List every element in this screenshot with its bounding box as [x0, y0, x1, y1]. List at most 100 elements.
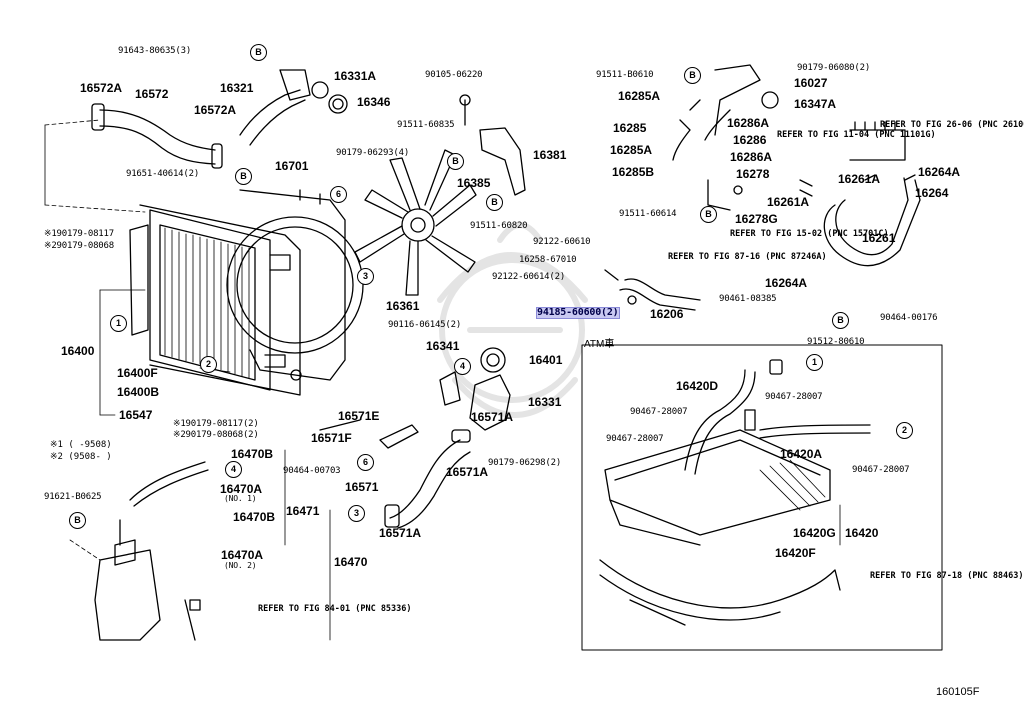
connection-callout-circle: 2 [200, 356, 217, 373]
engine-block-outline [849, 121, 906, 161]
part-label[interactable]: 16571A [379, 526, 422, 540]
part-label[interactable]: 91621-B0625 [44, 492, 102, 502]
part-label[interactable]: ※190179-08117 [44, 229, 114, 239]
part-label[interactable]: 16400 [61, 344, 95, 358]
part-label[interactable]: ※190179-08117(2) [173, 419, 259, 429]
part-label[interactable]: 16571A [471, 410, 514, 424]
part-label[interactable]: 16331 [528, 395, 562, 409]
part-label[interactable]: 16385 [457, 176, 491, 190]
part-label[interactable]: 91511-60820 [470, 221, 528, 231]
part-label[interactable]: 16206 [650, 307, 684, 321]
leader-lines [44, 119, 841, 641]
part-label[interactable]: REFER TO FIG 11-04 (PNC 11101G) [777, 130, 936, 140]
part-label[interactable]: 16571 [345, 480, 379, 494]
part-label[interactable]: 16401 [529, 353, 563, 367]
part-label[interactable]: 16347A [794, 97, 837, 111]
part-label[interactable]: 16258-67010 [519, 255, 577, 265]
part-label[interactable]: 16261 [862, 231, 896, 245]
water-outlet-16331 [439, 347, 511, 431]
part-label[interactable]: 90467-28007 [630, 407, 688, 417]
part-label[interactable]: 16571F [311, 431, 352, 445]
part-label[interactable]: 16547 [119, 408, 153, 422]
part-label[interactable]: 92122-60614(2) [492, 272, 566, 282]
part-label[interactable]: 90105-06220 [425, 70, 483, 80]
part-label[interactable]: 16572A [80, 81, 123, 95]
part-label[interactable]: 91511-60835 [397, 120, 455, 130]
part-label[interactable]: 16420F [775, 546, 816, 560]
part-label[interactable]: ※290179-08068 [44, 241, 114, 251]
part-label[interactable]: (NO. 1) [224, 494, 257, 503]
part-label[interactable]: 16261A [767, 195, 810, 209]
part-label[interactable]: REFER TO FIG 87-18 (PNC 88463) [870, 571, 1024, 581]
part-label[interactable]: 16571A [446, 465, 489, 479]
part-label[interactable]: 90464-00703 [283, 466, 341, 476]
part-label[interactable]: 16331A [334, 69, 377, 83]
part-label[interactable]: 92122-60610 [533, 237, 591, 247]
part-label[interactable]: 91511-60614 [619, 209, 677, 219]
part-label[interactable]: 90179-06080(2) [797, 63, 871, 73]
part-label[interactable]: REFER TO FIG 26-06 (PNC 26100) [880, 120, 1024, 130]
part-label[interactable]: 16701 [275, 159, 309, 173]
part-label[interactable]: 16286 [733, 133, 767, 147]
part-label[interactable]: 16470A [220, 482, 263, 496]
part-label[interactable]: (NO. 2) [224, 561, 257, 570]
part-label[interactable]: 16286A [730, 150, 773, 164]
part-label[interactable]: 16420 [845, 526, 879, 540]
part-label[interactable]: 16278 [736, 167, 770, 181]
part-label[interactable]: 90467-28007 [606, 434, 664, 444]
part-label[interactable]: 16420G [793, 526, 836, 540]
part-label[interactable]: 16400B [117, 385, 160, 399]
part-label[interactable]: 16346 [357, 95, 391, 109]
part-label[interactable]: 16420A [780, 447, 823, 461]
part-label[interactable]: 91651-40614(2) [126, 169, 200, 179]
figure-id: 160105F [936, 686, 980, 698]
part-label[interactable]: 90464-00176 [880, 313, 938, 323]
part-label[interactable]: 16285B [612, 165, 655, 179]
connection-callout-circle: 3 [357, 268, 374, 285]
part-label[interactable]: 90116-06145(2) [388, 320, 462, 330]
part-label[interactable]: 90179-06298(2) [488, 458, 562, 468]
part-label[interactable]: 16261A [838, 172, 881, 186]
part-label[interactable]: 90467-28007 [765, 392, 823, 402]
part-label[interactable]: 16381 [533, 148, 567, 162]
hose-16261-16264 [799, 174, 921, 267]
part-label[interactable]: 91512-80610 [807, 337, 865, 347]
outlet-pipe-16321 [239, 69, 311, 146]
part-label[interactable]: 16572 [135, 87, 169, 101]
part-label[interactable]: 90179-06293(4) [336, 148, 410, 158]
part-label[interactable]: 16321 [220, 81, 254, 95]
part-label[interactable]: 91511-B0610 [596, 70, 654, 80]
part-label[interactable]: 16400F [117, 366, 158, 380]
part-label[interactable]: 16470B [231, 447, 274, 461]
part-label[interactable]: REFER TO FIG 87-16 (PNC 87246A) [668, 252, 827, 262]
bolt-callout-circle: B [250, 44, 267, 61]
part-label[interactable]: 16264A [918, 165, 961, 179]
part-label[interactable]: REFER TO FIG 15-02 (PNC 15701C) [730, 229, 889, 239]
part-label[interactable]: 90461-08385 [719, 294, 777, 304]
part-label[interactable]: 16470B [233, 510, 276, 524]
part-label[interactable]: 91643-80635(3) [118, 46, 192, 56]
part-label[interactable]: 90467-28007 [852, 465, 910, 475]
part-label[interactable]: 16264A [765, 276, 808, 290]
bolt-callout-circle: B [235, 168, 252, 185]
part-label[interactable]: 16286A [727, 116, 770, 130]
part-label[interactable]: 16471 [286, 504, 320, 518]
part-label[interactable]: 16420D [676, 379, 719, 393]
part-label[interactable]: 16470 [334, 555, 368, 569]
bolt-callout-circle: B [447, 153, 464, 170]
part-label[interactable]: 16027 [794, 76, 828, 90]
part-label[interactable]: REFER TO FIG 84-01 (PNC 85336) [258, 604, 412, 614]
part-label[interactable]: 16285A [610, 143, 653, 157]
part-label[interactable]: 16285 [613, 121, 647, 135]
part-label[interactable]: 16470A [221, 548, 264, 562]
highlighted-part-label[interactable]: 94185-60600(2) [536, 307, 620, 319]
part-label[interactable]: 16341 [426, 339, 460, 353]
connection-callout-circle: 1 [110, 315, 127, 332]
part-label[interactable]: 16264 [915, 186, 949, 200]
part-label[interactable]: 16285A [618, 89, 661, 103]
part-label[interactable]: 16572A [194, 103, 237, 117]
part-label[interactable]: 16278G [735, 212, 778, 226]
part-label[interactable]: ※290179-08068(2) [173, 430, 259, 440]
part-label[interactable]: 16361 [386, 299, 420, 313]
part-label[interactable]: 16571E [338, 409, 380, 423]
